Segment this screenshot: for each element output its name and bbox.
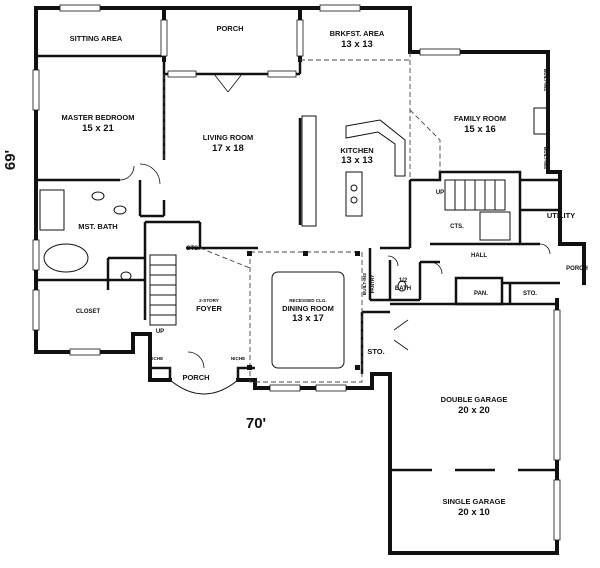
- label-cts-1: CTS.: [186, 246, 200, 252]
- label-niche-2: NICHE: [231, 356, 245, 361]
- label-built-ins-pantry-1: BUILT-INS: [362, 273, 367, 295]
- label-family-name: FAMILY ROOM: [454, 114, 506, 123]
- label-niche-1: NICHE: [149, 356, 163, 361]
- label-master-name: MASTER BEDROOM: [62, 113, 135, 122]
- label-brkfst-name: BRKFST. AREA: [330, 29, 385, 38]
- windows: [32, 4, 561, 541]
- label-mst-bath: MST. BATH: [78, 222, 117, 231]
- label-utility: UTILITY: [547, 211, 575, 220]
- label-built-ins-1: BUILT-INS: [543, 69, 548, 91]
- label-brkfst-size: 13 x 13: [341, 39, 373, 50]
- label-double-garage-name: DOUBLE GARAGE: [441, 395, 508, 404]
- fixtures: [39, 107, 549, 395]
- dimension-depth: 69': [2, 150, 19, 170]
- label-foyer-line2: FOYER: [196, 304, 222, 313]
- label-kitchen-size: 13 x 13: [341, 155, 373, 166]
- label-sto-2: STO.: [367, 347, 384, 356]
- label-porch-front: PORCH: [182, 373, 209, 382]
- room-labels: SITTING AREA PORCH BRKFST. AREA 13 x 13 …: [62, 24, 588, 518]
- label-master-size: 15 x 21: [82, 123, 114, 134]
- label-porch-rear: PORCH: [216, 24, 243, 33]
- label-dining-line1: RECESSED CLG.: [289, 298, 327, 303]
- label-closet: CLOSET: [76, 309, 101, 315]
- label-up-2: UP: [436, 190, 444, 196]
- doors: [119, 73, 551, 369]
- label-dining-size: 13 x 17: [292, 313, 324, 324]
- label-cts-2: CTS.: [450, 224, 464, 230]
- label-up-1: UP: [156, 329, 164, 335]
- label-sto-1: STO.: [523, 291, 537, 297]
- label-single-garage-size: 20 x 10: [458, 507, 490, 518]
- dimension-width: 70': [246, 415, 266, 432]
- label-porch-side: PORCH: [566, 266, 588, 272]
- family-stairs: [444, 179, 511, 241]
- label-built-ins-2: BUILT-INS: [543, 147, 548, 169]
- label-double-garage-size: 20 x 20: [458, 405, 490, 416]
- label-kitchen-name: KITCHEN: [340, 146, 373, 155]
- label-family-size: 15 x 16: [464, 124, 496, 135]
- label-built-ins-pantry-2: PANTRY: [370, 275, 375, 293]
- label-single-garage-name: SINGLE GARAGE: [443, 497, 506, 506]
- label-half-bath-2: BATH: [395, 286, 411, 292]
- label-pan: PAN.: [474, 291, 488, 297]
- label-sitting-area: SITTING AREA: [70, 34, 123, 43]
- foyer-stairs: [149, 254, 177, 326]
- label-foyer-line1: 2-STORY: [199, 298, 219, 303]
- label-living-name: LIVING ROOM: [203, 133, 253, 142]
- label-dining-name: DINING ROOM: [282, 304, 334, 313]
- label-half-bath-1: 1/2: [399, 278, 408, 284]
- label-living-size: 17 x 18: [212, 143, 244, 154]
- label-hall: HALL: [471, 253, 487, 259]
